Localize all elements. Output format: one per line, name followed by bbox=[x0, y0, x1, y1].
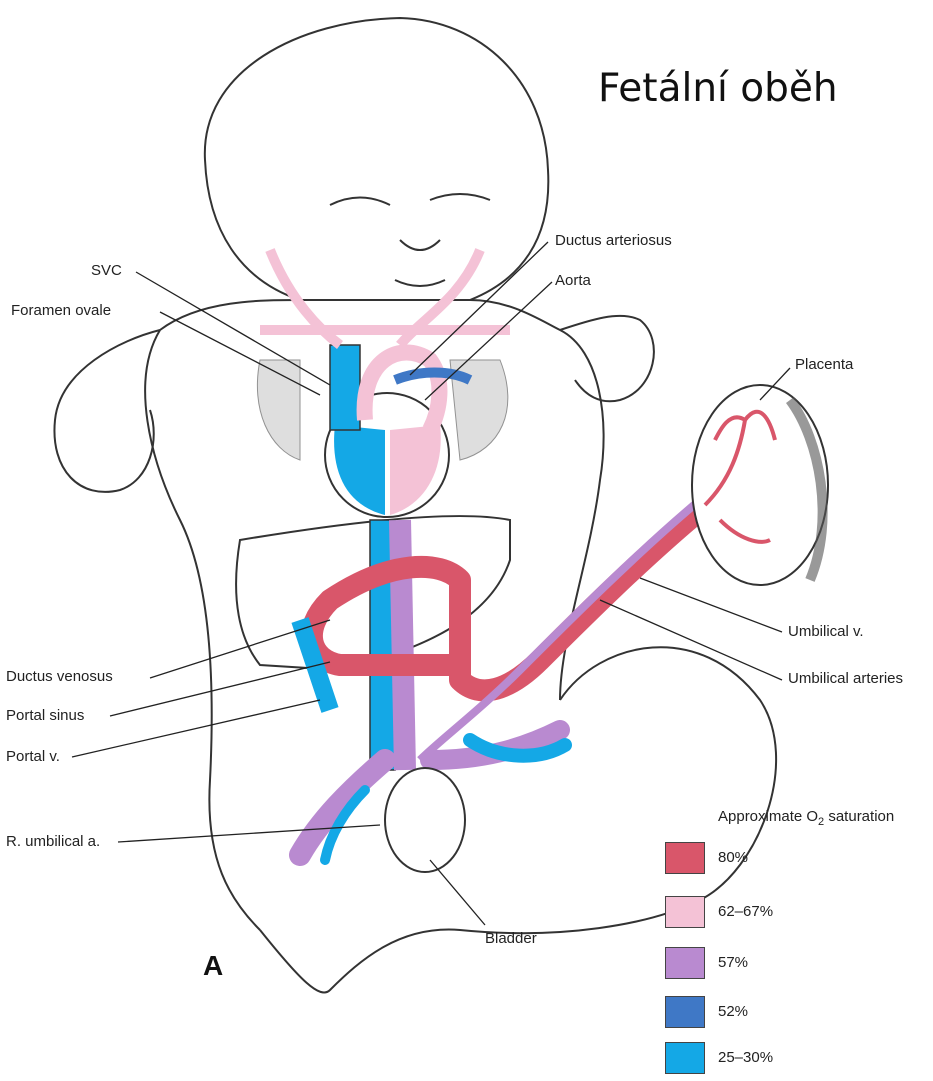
aorta-label: Aorta bbox=[555, 272, 591, 290]
legend-swatch-25-30 bbox=[665, 1042, 705, 1074]
bladder-label: Bladder bbox=[485, 930, 537, 948]
umbilical-v-label: Umbilical v. bbox=[788, 623, 864, 641]
legend-label-80: 80% bbox=[718, 849, 748, 866]
legend-label-52: 52% bbox=[718, 1003, 748, 1020]
portal-v-label: Portal v. bbox=[6, 748, 60, 766]
left-arm bbox=[54, 330, 160, 492]
legend-title: Approximate O2 saturation bbox=[718, 808, 894, 828]
legend-label-62-67: 62–67% bbox=[718, 903, 773, 920]
right-arm bbox=[560, 316, 654, 401]
ductus-venosus-label: Ductus venosus bbox=[6, 668, 113, 686]
page-title: Fetální oběh bbox=[598, 66, 838, 111]
r-umbilical-a-label: R. umbilical a. bbox=[6, 833, 100, 851]
left-lung bbox=[257, 360, 300, 460]
foramen-ovale-label: Foramen ovale bbox=[11, 302, 111, 320]
svc-label: SVC bbox=[91, 262, 122, 280]
legend-swatch-62-67 bbox=[665, 896, 705, 928]
head-outline bbox=[205, 18, 549, 300]
svc-vessel bbox=[330, 345, 360, 430]
figure-letter: A bbox=[203, 950, 223, 982]
placenta-shape bbox=[692, 385, 828, 585]
placenta-label: Placenta bbox=[795, 356, 853, 374]
neck-vessels bbox=[260, 250, 510, 345]
legend-swatch-52 bbox=[665, 996, 705, 1028]
legend-swatch-57 bbox=[665, 947, 705, 979]
heart-right-chambers bbox=[334, 425, 385, 515]
legend-label-57: 57% bbox=[718, 954, 748, 971]
left-iliac bbox=[300, 760, 385, 855]
ductus-arteriosus-label: Ductus arteriosus bbox=[555, 232, 672, 250]
legend-label-25-30: 25–30% bbox=[718, 1049, 773, 1066]
legend-swatch-80 bbox=[665, 842, 705, 874]
umbilical-arteries-label: Umbilical arteries bbox=[788, 670, 903, 688]
bladder-shape bbox=[385, 768, 465, 872]
portal-sinus-label: Portal sinus bbox=[6, 707, 84, 725]
